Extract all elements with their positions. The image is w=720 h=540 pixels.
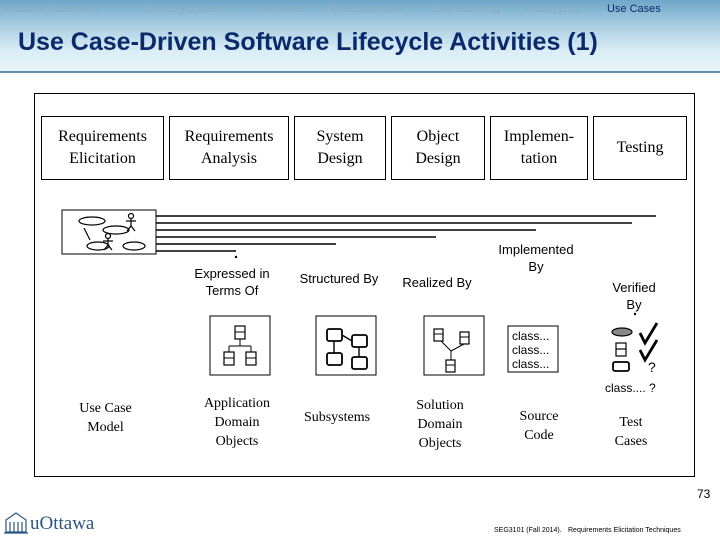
nav-item-existing-systems[interactable]: Existing Systems bbox=[146, 3, 230, 15]
nav-item-prototyping[interactable]: Prototyping bbox=[524, 3, 580, 15]
label-expressed-in-terms-of: Expressed in Terms Of bbox=[194, 266, 270, 298]
nav-item-brainstorming[interactable]: Brainstorming bbox=[432, 3, 500, 15]
phase-implementation: Implemen- tation bbox=[490, 116, 588, 180]
uottawa-logo-text: uOttawa bbox=[30, 513, 95, 534]
use-case-diagram-icon bbox=[78, 212, 146, 251]
topic-navigation: Problem Statement Existing Systems Inter… bbox=[0, 3, 720, 19]
source-code-box bbox=[507, 325, 559, 373]
label-subsystems: Subsystems bbox=[303, 410, 371, 425]
phase-object-design: Object Design bbox=[391, 116, 485, 180]
phase-requirements-elicitation: Requirements Elicitation bbox=[41, 116, 164, 180]
header-band: Problem Statement Existing Systems Inter… bbox=[0, 0, 720, 72]
label-application-domain-objects: Application Domain Objects bbox=[203, 396, 271, 449]
trace-line-ends bbox=[234, 255, 637, 316]
nav-item-use-cases[interactable]: Use Cases bbox=[607, 3, 661, 15]
trace-lines bbox=[156, 215, 656, 252]
test-class-label: class.... ? bbox=[605, 381, 656, 395]
test-cases-icon bbox=[611, 322, 659, 372]
title-divider bbox=[0, 71, 720, 73]
phase-system-design: System Design bbox=[294, 116, 386, 180]
application-domain-objects-icon bbox=[209, 315, 271, 376]
page-number: 73 bbox=[697, 487, 711, 501]
label-solution-domain-objects: Solution Domain Objects bbox=[416, 398, 464, 451]
label-use-case-model: Use Case Model bbox=[79, 401, 132, 435]
nav-item-problem-statement[interactable]: Problem Statement bbox=[4, 3, 99, 15]
test-question-mark: ? bbox=[648, 359, 656, 375]
page-title: Use Case-Driven Software Lifecycle Activ… bbox=[18, 28, 598, 56]
phase-requirements-analysis: Requirements Analysis bbox=[169, 116, 289, 180]
footer-topic: Requirements Elicitation Techniques bbox=[568, 527, 681, 534]
phase-testing: Testing bbox=[593, 116, 687, 180]
label-verified-by: Verified By bbox=[612, 280, 656, 312]
label-implemented-by: Implemented By bbox=[498, 242, 574, 274]
nav-item-interviews[interactable]: Interviews bbox=[256, 3, 306, 15]
source-code-lines: class... class... class... bbox=[512, 329, 550, 371]
nav-item-questionnaires[interactable]: Questionnaires bbox=[330, 3, 404, 15]
subsystems-icon bbox=[315, 315, 377, 376]
solution-domain-objects-icon bbox=[423, 315, 485, 376]
label-test-cases: Test Cases bbox=[614, 415, 648, 449]
uottawa-logo-icon bbox=[4, 512, 28, 534]
label-structured-by: Structured By bbox=[299, 271, 379, 286]
label-realized-by: Realized By bbox=[402, 275, 472, 290]
footer-course: SEG3101 (Fall 2014). bbox=[494, 527, 562, 534]
label-source-code: Source Code bbox=[519, 409, 559, 443]
